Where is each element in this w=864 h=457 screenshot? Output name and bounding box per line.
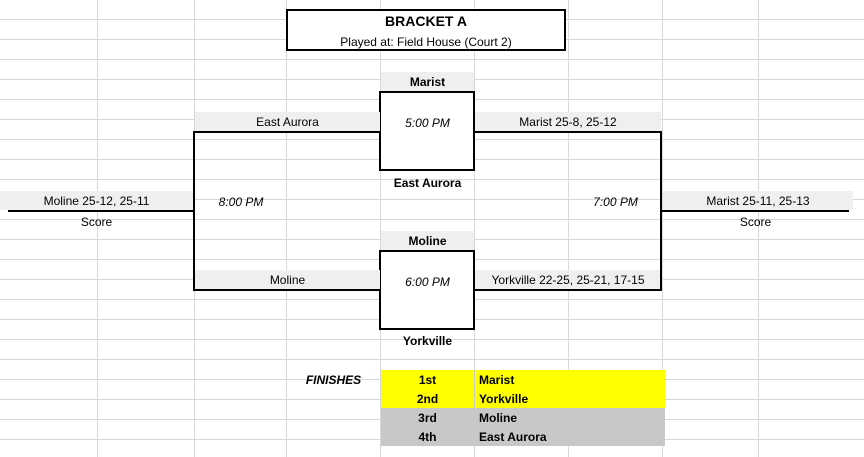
right-lower-line: [474, 289, 662, 291]
left-upper-label[interactable]: East Aurora: [195, 112, 380, 131]
bottom-game-team-yorkville[interactable]: Yorkville: [402, 333, 453, 348]
finish-place: 3rd: [381, 408, 475, 427]
right-final-line: [660, 210, 849, 212]
right-upper-line: [474, 131, 662, 133]
finish-team: Yorkville: [479, 391, 529, 406]
left-upper-line: [193, 131, 381, 133]
bracket-title-box: BRACKET A Played at: Field House (Court …: [286, 9, 566, 51]
left-lower-label[interactable]: Moline: [195, 270, 380, 289]
finish-place: 4th: [381, 427, 475, 446]
left-score-label: Score: [80, 214, 113, 229]
finishes-label: FINISHES: [305, 372, 362, 387]
top-game-team-marist[interactable]: Marist: [381, 72, 474, 91]
left-final-line: [8, 210, 195, 212]
finish-place: 2nd: [381, 389, 475, 408]
bottom-game-team-moline[interactable]: Moline: [381, 231, 474, 250]
right-upper-label[interactable]: Marist 25-8, 25-12: [475, 112, 661, 131]
finish-row-1[interactable]: 1st Marist: [381, 370, 665, 389]
left-final-score[interactable]: Moline 25-12, 25-11: [0, 191, 193, 210]
finish-place: 1st: [381, 370, 475, 389]
finish-row-2[interactable]: 2nd Yorkville: [381, 389, 665, 408]
left-lower-line: [193, 289, 381, 291]
finish-team: Marist: [479, 372, 515, 387]
bracket-title: BRACKET A: [385, 13, 467, 29]
right-final-score[interactable]: Marist 25-11, 25-13: [663, 191, 853, 210]
right-lower-label[interactable]: Yorkville 22-25, 25-21, 17-15: [475, 270, 661, 289]
bottom-game-time: 6:00 PM: [405, 274, 450, 289]
bracket-venue: Played at: Field House (Court 2): [340, 35, 512, 49]
top-game-time: 5:00 PM: [405, 115, 450, 130]
finish-row-3[interactable]: 3rd Moline: [381, 408, 665, 427]
right-game-time: 7:00 PM: [593, 194, 638, 209]
finish-row-4[interactable]: 4th East Aurora: [381, 427, 665, 446]
left-game-time: 8:00 PM: [218, 194, 264, 209]
finish-team: East Aurora: [479, 429, 547, 444]
top-game-team-east-aurora[interactable]: East Aurora: [393, 175, 462, 190]
right-score-label: Score: [739, 214, 772, 229]
finish-team: Moline: [479, 410, 517, 425]
